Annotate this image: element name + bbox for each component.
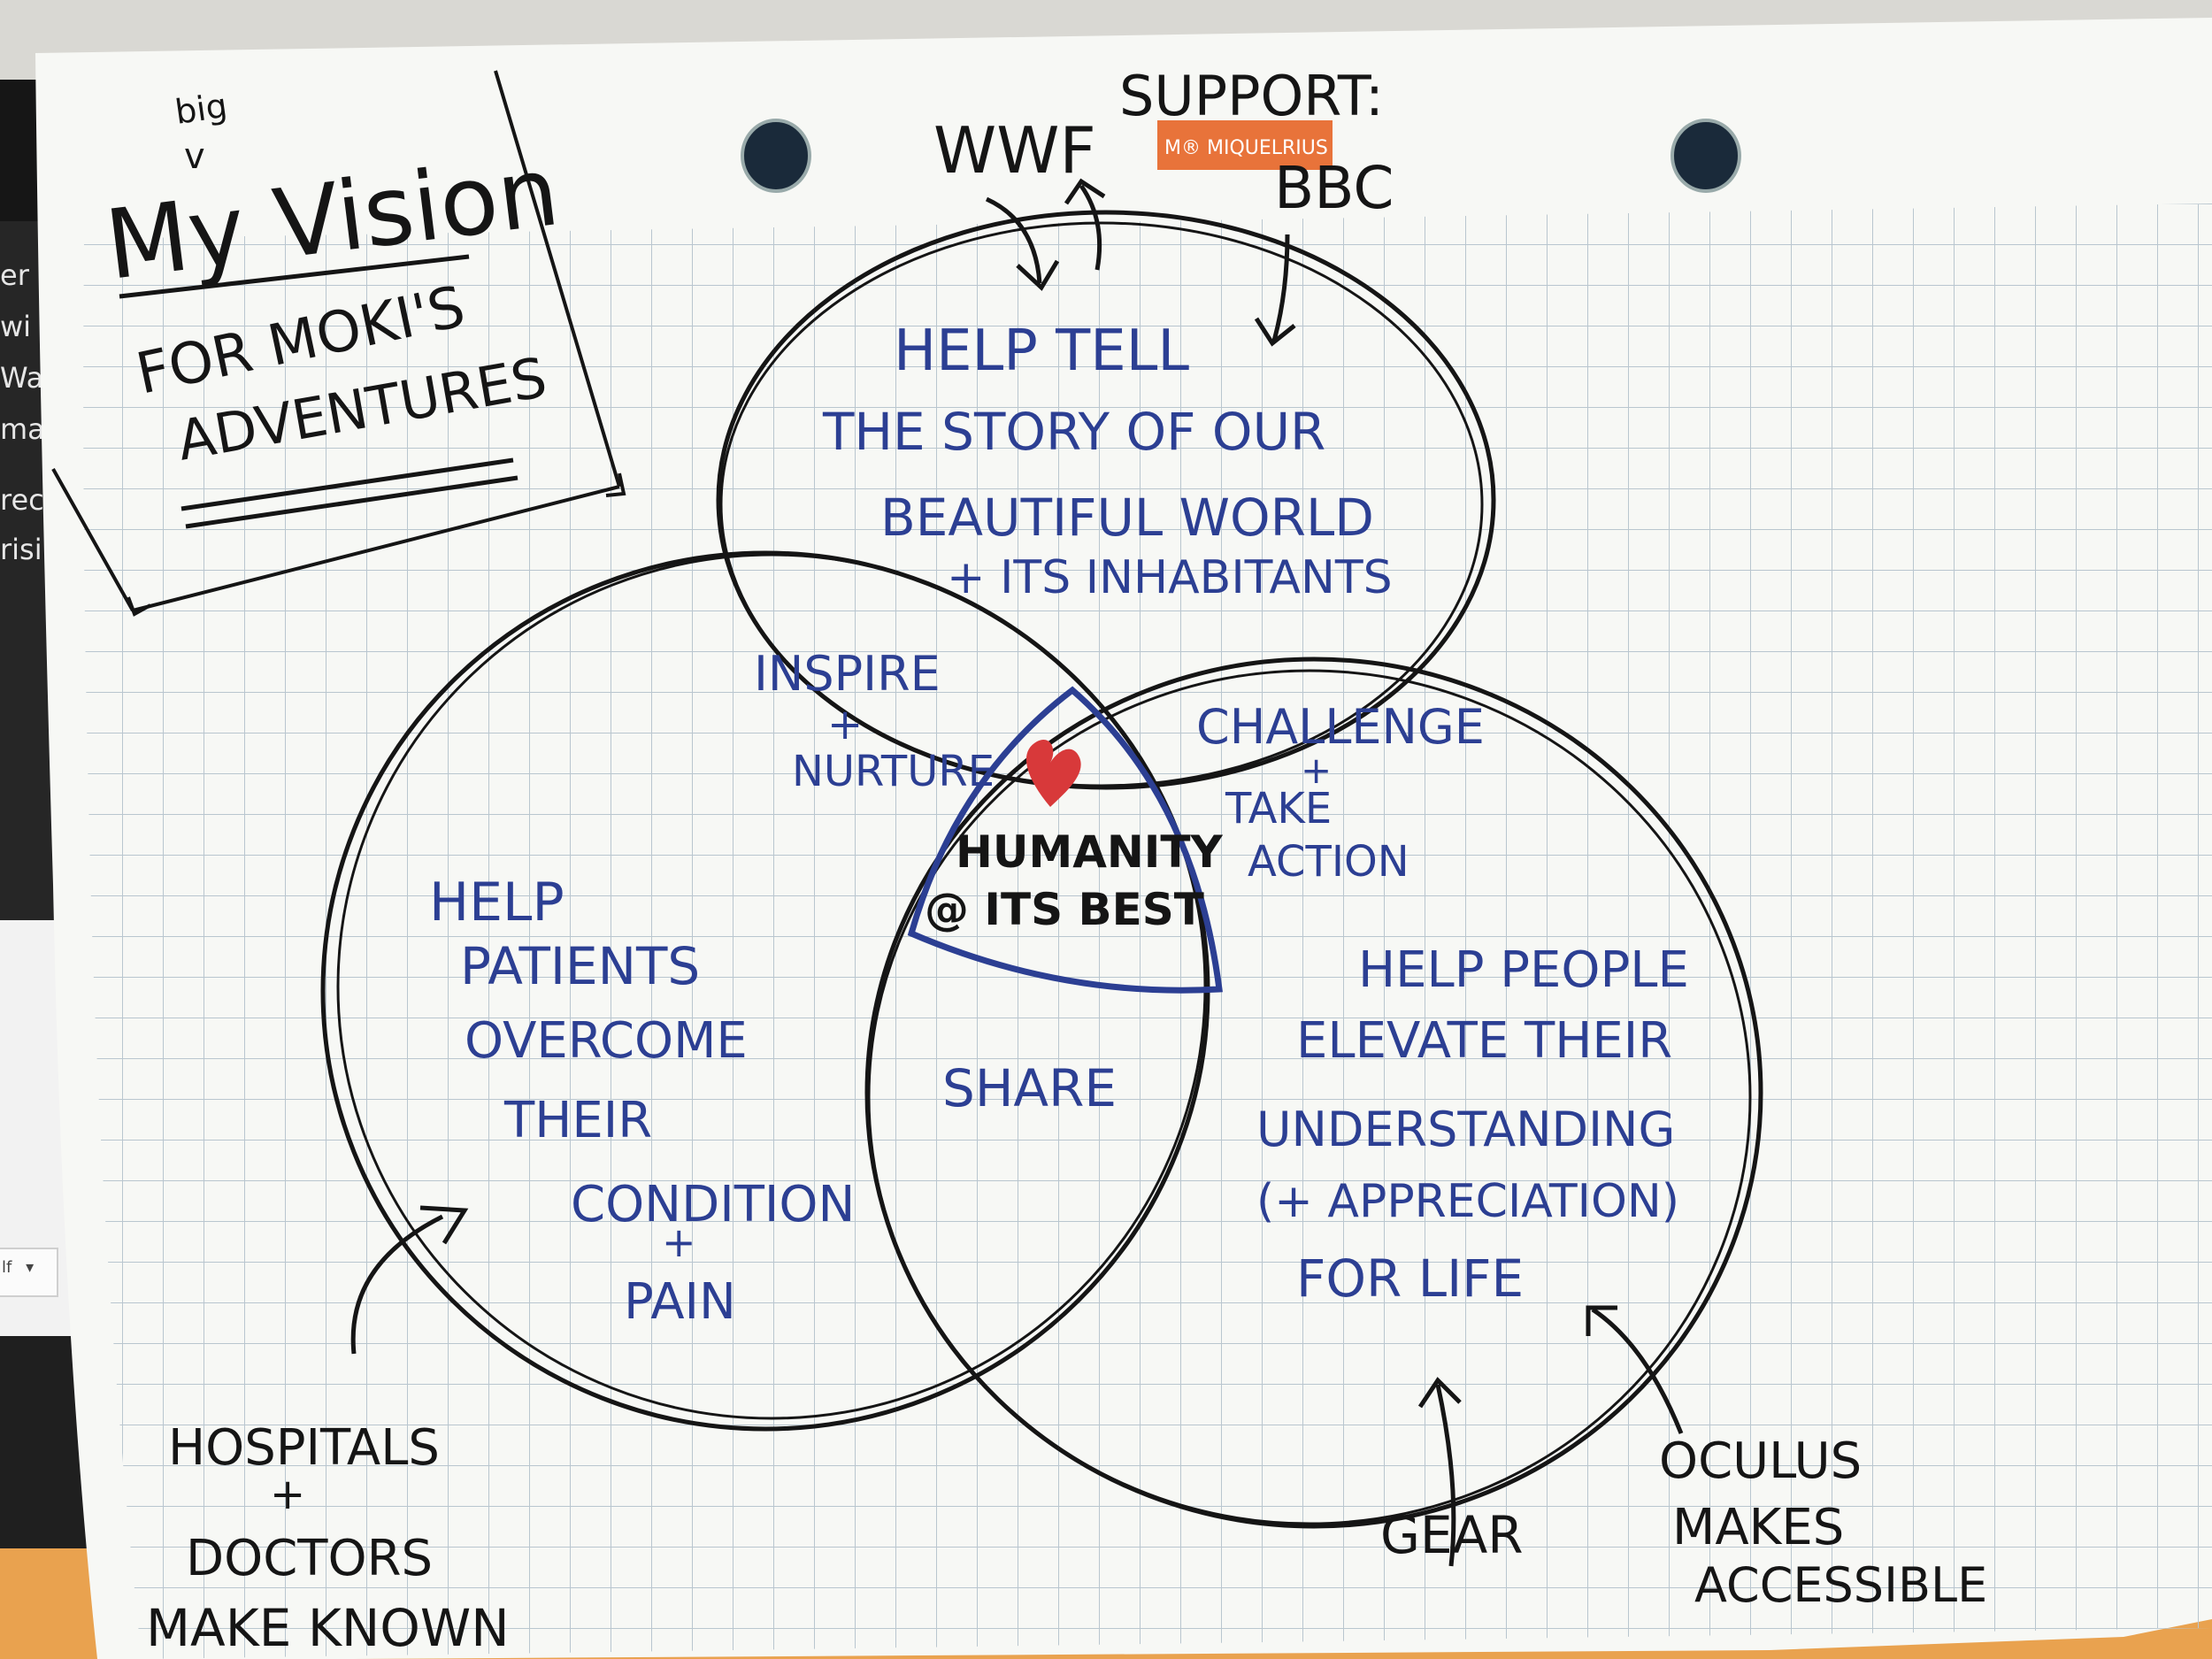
title-caret: v <box>184 136 205 177</box>
bottom-right-line: ACCESSIBLE <box>1694 1557 1987 1613</box>
bottom-left-line: + <box>270 1470 305 1519</box>
title-big-note: big <box>173 86 229 132</box>
bottom-middle-label: GEAR <box>1380 1505 1524 1565</box>
bottom-left-line: HOSPITALS <box>168 1419 440 1477</box>
overlap-top-left-line: + <box>827 700 863 749</box>
bottom-right-line: OCULUS <box>1659 1432 1862 1490</box>
monitor-text-line: ma <box>0 412 45 446</box>
heart-icon <box>1025 740 1081 807</box>
right-circle-line: HELP PEOPLE <box>1358 941 1689 999</box>
monitor-dropdown: lf ▾ <box>0 1248 58 1297</box>
monitor-dropdown-label: lf <box>2 1258 12 1277</box>
grid-area <box>83 204 2212 1659</box>
monitor-text-line: er <box>0 258 29 292</box>
center-line: HUMANITY <box>956 826 1223 878</box>
center-line: @ ITS BEST <box>925 884 1204 935</box>
top-circle-line: HELP TELL <box>894 319 1189 384</box>
left-circle-line: + <box>662 1218 696 1266</box>
venn-circle-top-outline <box>719 221 1484 787</box>
top-circle-line: + ITS INHABITANTS <box>947 551 1393 604</box>
monitor-text-line: Wa <box>0 361 44 395</box>
venn-circle-top <box>716 210 1496 790</box>
right-circle-line: FOR LIFE <box>1296 1248 1524 1309</box>
wwf-label: WWF <box>933 113 1096 188</box>
right-circle-line: (+ APPRECIATION) <box>1256 1175 1679 1228</box>
overlap-top-right-line: CHALLENGE <box>1196 699 1485 755</box>
bottom-right-line: MAKES <box>1672 1499 1844 1556</box>
dropdown-caret-icon: ▾ <box>26 1258 35 1277</box>
right-circle-line: ELEVATE THEIR <box>1296 1012 1672 1070</box>
top-circle-line: THE STORY OF OUR <box>822 402 1325 462</box>
support-label: SUPPORT: <box>1119 64 1384 128</box>
venn-circle-right <box>864 657 1763 1529</box>
center-region <box>907 686 1223 994</box>
monitor-text-line: risi <box>0 533 42 566</box>
overlap-top-right-line: + <box>1301 749 1332 792</box>
right-circle-line: UNDERSTANDING <box>1256 1102 1675 1157</box>
left-circle-line: CONDITION <box>571 1176 855 1233</box>
punch-hole <box>741 119 811 193</box>
overlap-top-left-line: INSPIRE <box>754 646 941 702</box>
monitor-text-line: wi <box>0 310 32 343</box>
brand-logo-text: M® MIQUELRIUS <box>1164 137 1328 159</box>
left-circle-line: THEIR <box>503 1092 652 1149</box>
bbc-label: BBC <box>1274 154 1394 222</box>
left-circle-line: OVERCOME <box>465 1012 748 1070</box>
overlap-bottom-label: SHARE <box>942 1058 1117 1118</box>
title-box <box>51 70 626 617</box>
bottom-left-line: DOCTORS <box>186 1530 433 1587</box>
top-circle-line: BEAUTIFUL WORLD <box>880 488 1374 548</box>
left-circle-line: PATIENTS <box>460 936 700 996</box>
overlap-top-right-line: ACTION <box>1248 837 1409 887</box>
left-circle-line: HELP <box>429 872 565 933</box>
bottom-left-line: MAKE KNOWN <box>146 1598 510 1658</box>
overlap-top-left-line: NURTURE <box>792 747 995 796</box>
overlap-top-right-line: TAKE <box>1225 784 1332 833</box>
left-circle-line: PAIN <box>624 1273 736 1331</box>
brand-logo <box>1157 120 1333 170</box>
venn-circle-right-outline <box>867 669 1752 1525</box>
monitor-text-line: rec <box>0 483 44 517</box>
venn-circle-left-outline <box>336 553 1207 1420</box>
punch-hole <box>1671 119 1741 193</box>
